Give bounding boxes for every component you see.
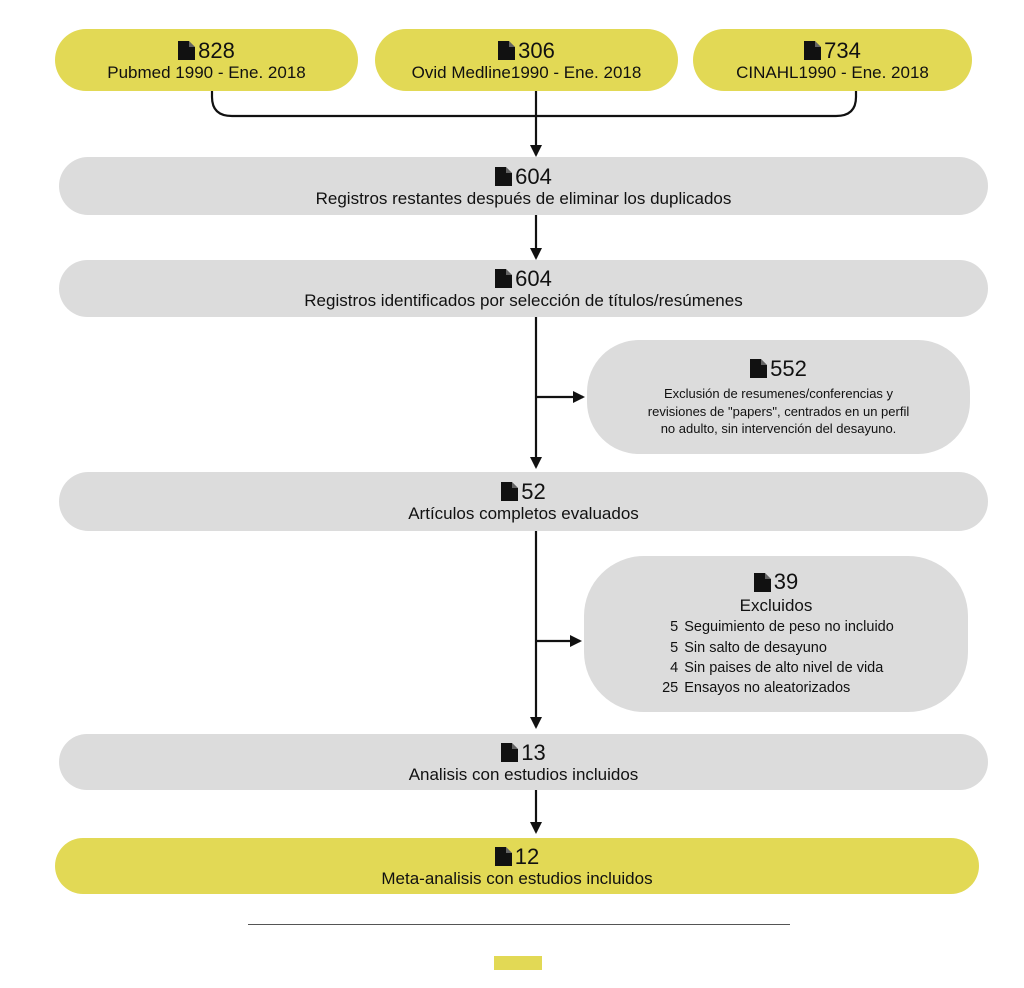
step-label: Registros identificados por selección de… — [304, 291, 743, 311]
exclusion-reason: Exclusión de resumenes/conferencias y re… — [648, 385, 909, 438]
source-merge-bracket — [210, 91, 858, 118]
yellow-accent-bar — [494, 956, 542, 970]
record-count: 52 — [501, 479, 546, 504]
source-label: Pubmed 1990 - Ene. 2018 — [107, 62, 306, 82]
source-label: CINAHL1990 - Ene. 2018 — [736, 62, 929, 82]
step-box-dedup: 604 Registros restantes después de elimi… — [59, 157, 988, 215]
exclusion-box-552: 552 Exclusión de resumenes/conferencias … — [587, 340, 970, 454]
record-count: 604 — [495, 164, 552, 189]
record-count: 828 — [178, 38, 235, 63]
document-icon — [501, 482, 519, 502]
document-icon — [501, 742, 519, 762]
document-icon — [494, 846, 512, 866]
source-box-cinahl: 734 CINAHL1990 - Ene. 2018 — [693, 29, 972, 91]
step-label: Meta-analisis con estudios incluidos — [381, 868, 653, 888]
step-box-meta-analysis: 12 Meta-analisis con estudios incluidos — [55, 838, 979, 894]
record-count: 604 — [495, 266, 552, 291]
record-count: 12 — [494, 844, 539, 869]
record-count: 13 — [501, 740, 546, 765]
source-box-pubmed: 828 Pubmed 1990 - Ene. 2018 — [55, 29, 358, 91]
document-icon — [498, 40, 516, 60]
step-label: Artículos completos evaluados — [408, 504, 639, 524]
exclusion-reason-line: no adulto, sin intervención del desayuno… — [660, 421, 897, 437]
exclusion-reason-line: Exclusión de resumenes/conferencias y — [663, 386, 894, 402]
step-box-analysis: 13 Analisis con estudios incluidos — [59, 734, 988, 790]
source-box-ovid-medline: 306 Ovid Medline1990 - Ene. 2018 — [375, 29, 678, 91]
record-count: 552 — [750, 356, 807, 381]
exclusion-title: Excluidos — [739, 595, 813, 615]
step-box-fulltext: 52 Artículos completos evaluados — [59, 472, 988, 531]
source-label: Ovid Medline1990 - Ene. 2018 — [411, 62, 642, 82]
exclusion-reason-line: revisiones de "papers", centrados en un … — [647, 403, 910, 419]
record-count: 306 — [498, 38, 555, 63]
step-box-screened: 604 Registros identificados por selecció… — [59, 260, 988, 317]
document-icon — [178, 40, 196, 60]
divider-line — [248, 924, 790, 925]
step-label: Registros restantes después de eliminar … — [315, 188, 732, 208]
document-icon — [804, 40, 822, 60]
record-count: 734 — [804, 38, 861, 63]
record-count: 39 — [753, 569, 798, 594]
document-icon — [750, 359, 768, 379]
document-icon — [495, 269, 513, 289]
document-icon — [753, 572, 771, 592]
step-label: Analisis con estudios incluidos — [408, 764, 639, 784]
document-icon — [495, 166, 513, 186]
